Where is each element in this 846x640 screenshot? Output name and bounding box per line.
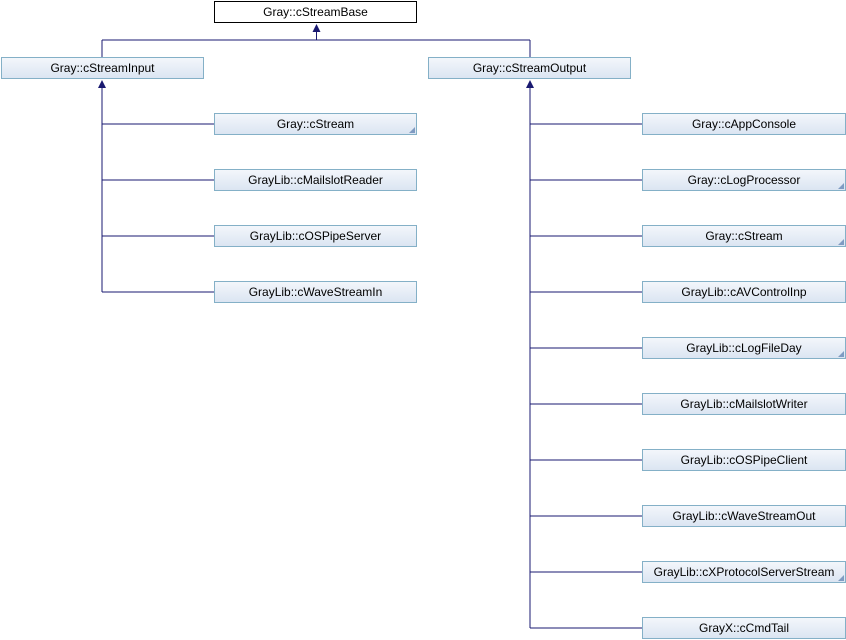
more-children-icon (838, 351, 844, 357)
node-graylib-cmailslotreader[interactable]: GrayLib::cMailslotReader (214, 169, 417, 191)
node-graylib-cavcontrolinp[interactable]: GrayLib::cAVControlInp (642, 281, 846, 303)
node-gray-cstreamoutput[interactable]: Gray::cStreamOutput (428, 57, 631, 79)
more-children-icon (409, 127, 415, 133)
node-graylib-cwavestreamout[interactable]: GrayLib::cWaveStreamOut (642, 505, 846, 527)
node-graylib-cwavestreamin-label: GrayLib::cWaveStreamIn (248, 285, 383, 299)
node-graylib-cospipeserver-label: GrayLib::cOSPipeServer (249, 229, 382, 243)
node-graylib-cmailslotwriter[interactable]: GrayLib::cMailslotWriter (642, 393, 846, 415)
node-gray-cappconsole-label: Gray::cAppConsole (691, 117, 797, 131)
node-graylib-cwavestreamin[interactable]: GrayLib::cWaveStreamIn (214, 281, 417, 303)
more-children-icon (838, 239, 844, 245)
node-graylib-cwavestreamout-label: GrayLib::cWaveStreamOut (672, 509, 816, 523)
node-graylib-cmailslotwriter-label: GrayLib::cMailslotWriter (680, 397, 808, 411)
node-gray-cstreaminput[interactable]: Gray::cStreamInput (1, 57, 204, 79)
node-gray-clogprocessor-label: Gray::cLogProcessor (687, 173, 801, 187)
node-gray-cstreambase[interactable]: Gray::cStreamBase (214, 1, 417, 23)
node-gray-cstream[interactable]: Gray::cStream (642, 225, 846, 247)
node-graylib-clogfileday-label: GrayLib::cLogFileDay (686, 341, 802, 355)
node-gray-cappconsole[interactable]: Gray::cAppConsole (642, 113, 846, 135)
node-grayx-ccmdtail-label: GrayX::cCmdTail (698, 621, 790, 635)
node-gray-cstreambase-label: Gray::cStreamBase (263, 5, 368, 19)
node-graylib-cospipeclient-label: GrayLib::cOSPipeClient (680, 453, 808, 467)
node-graylib-cmailslotreader-label: GrayLib::cMailslotReader (248, 173, 383, 187)
node-gray-cstream-label: Gray::cStream (276, 117, 355, 131)
node-gray-cstreaminput-label: Gray::cStreamInput (50, 61, 155, 75)
node-grayx-ccmdtail[interactable]: GrayX::cCmdTail (642, 617, 846, 639)
node-graylib-cxprotocolserverstream[interactable]: GrayLib::cXProtocolServerStream (642, 561, 846, 583)
more-children-icon (838, 183, 844, 189)
node-gray-cstream[interactable]: Gray::cStream (214, 113, 417, 135)
node-gray-cstream-label: Gray::cStream (705, 229, 783, 243)
node-gray-cstreamoutput-label: Gray::cStreamOutput (472, 61, 587, 75)
more-children-icon (838, 575, 844, 581)
node-graylib-cospipeserver[interactable]: GrayLib::cOSPipeServer (214, 225, 417, 247)
node-graylib-cospipeclient[interactable]: GrayLib::cOSPipeClient (642, 449, 846, 471)
node-graylib-cavcontrolinp-label: GrayLib::cAVControlInp (681, 285, 807, 299)
node-graylib-clogfileday[interactable]: GrayLib::cLogFileDay (642, 337, 846, 359)
node-gray-clogprocessor[interactable]: Gray::cLogProcessor (642, 169, 846, 191)
node-graylib-cxprotocolserverstream-label: GrayLib::cXProtocolServerStream (653, 565, 835, 579)
